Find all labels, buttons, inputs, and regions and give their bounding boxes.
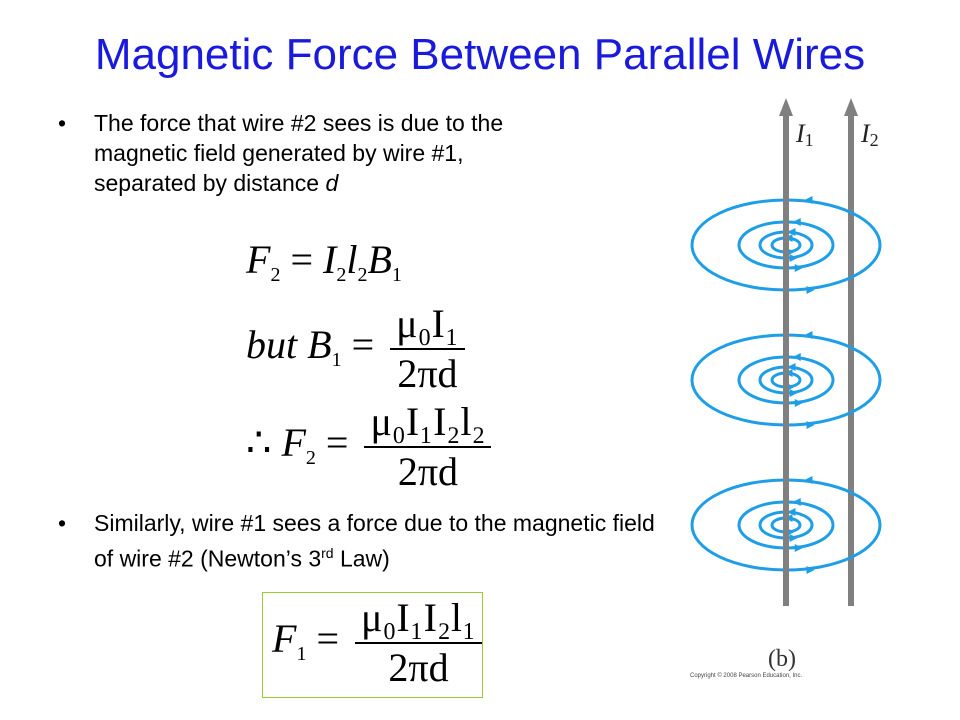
subscript: 1 [296, 643, 307, 666]
therefore-symbol: ∴ [246, 420, 272, 466]
bullet-text: Similarly, wire #1 sees a force due to t… [94, 508, 684, 574]
arrow-right-icon [789, 534, 798, 542]
arrow-left-icon [804, 476, 813, 484]
bullet-symbol: • [58, 110, 67, 136]
symbol-I: I [323, 237, 337, 282]
bullet-line-text: of wire #2 (Newton’s 3 [94, 545, 322, 572]
arrow-right-icon [806, 566, 815, 574]
equals-sign: = [341, 322, 385, 368]
arrow-left-icon [792, 353, 801, 361]
distance-symbol: d [325, 170, 339, 196]
result-box [262, 592, 483, 698]
numerator: μ₀I₁ [390, 302, 465, 350]
arrow-right-icon [794, 399, 803, 407]
subscript: 2 [305, 447, 316, 470]
bullet-line: magnetic field generated by wire #1, [94, 140, 464, 166]
arrow-up-icon [779, 98, 793, 116]
equals-sign: = [306, 616, 349, 662]
arrow-left-icon [787, 228, 796, 236]
bullet-line-text: separated by distance [94, 170, 326, 196]
figure-caption: (b) [768, 646, 796, 672]
bullet-line: The force that wire #2 sees is due to th… [94, 110, 504, 136]
equals-sign: = [280, 237, 323, 282]
arrow-right-icon [806, 286, 815, 294]
subscript: 1 [331, 349, 342, 372]
subscript: 2 [270, 264, 281, 286]
arrow-right-icon [789, 254, 798, 262]
arrow-left-icon [792, 218, 801, 226]
bullet-symbol: • [58, 510, 67, 536]
magnetic-field-loops [690, 110, 882, 606]
arrow-right-icon [794, 264, 803, 272]
arrow-left-icon [787, 508, 796, 516]
numerator: μ₀I₁I₂l₂ [364, 400, 492, 448]
denominator: 2πd [397, 449, 459, 494]
arrow-left-icon [804, 331, 813, 339]
symbol-l: l [346, 237, 358, 282]
arrow-left-icon [787, 363, 796, 371]
bullet-text: The force that wire #2 sees is due to th… [94, 108, 503, 198]
bullet-line: of wire #2 (Newton’s 3rd Law) [94, 538, 684, 574]
arrow-right-icon [806, 421, 815, 429]
numerator: μ₀I₁I₂l₁ [355, 596, 482, 644]
arrow-up-icon [844, 98, 858, 116]
symbol-B: B [367, 237, 392, 282]
arrow-right-icon [794, 544, 803, 552]
bullet-line: Similarly, wire #1 sees a force due to t… [94, 510, 655, 536]
wire-2 [844, 98, 858, 606]
parallel-wires-figure: I1 I2 [690, 98, 882, 606]
equals-sign: = [315, 420, 359, 466]
slide-title: Magnetic Force Between Parallel Wires [94, 30, 866, 79]
bullet-line: separated by distance d [94, 168, 503, 198]
bullet-line-text: Law) [333, 545, 390, 572]
symbol-F: F [272, 616, 297, 662]
current-1-label: I1 [795, 119, 814, 150]
subscript: 1 [391, 264, 402, 286]
arrow-left-icon [804, 196, 813, 204]
symbol-F: F [246, 237, 271, 282]
symbol-B: B [307, 322, 332, 368]
current-2-label: I2 [860, 119, 879, 150]
subscript: 2 [357, 264, 368, 286]
arrow-right-icon [789, 389, 798, 397]
denominator: 2πd [397, 351, 458, 396]
subscript: 2 [336, 264, 347, 286]
copyright-note: Copyright © 2008 Pearson Education, Inc. [690, 673, 803, 679]
denominator: 2πd [388, 645, 449, 690]
symbol-F: F [281, 420, 306, 466]
equation-force-wire2: F2 = I2l2B1 [246, 236, 402, 287]
arrow-left-icon [792, 498, 801, 506]
superscript: rd [321, 545, 334, 561]
word-but: but [246, 322, 298, 368]
